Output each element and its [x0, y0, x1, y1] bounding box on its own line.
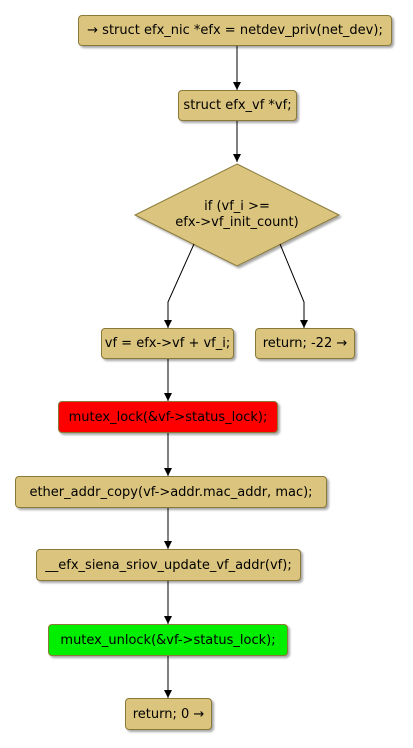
node-return-error-label: return; -22 →	[262, 336, 348, 351]
node-ether-addr-copy: ether_addr_copy(vf->addr.mac_addr, mac);	[15, 476, 327, 508]
node-assign-vf: vf = efx->vf + vf_i;	[101, 328, 234, 359]
node-assign-vf-label: vf = efx->vf + vf_i;	[104, 336, 231, 351]
decision-label-line2: efx->vf_init_count)	[175, 215, 299, 230]
decision-diamond	[133, 163, 341, 267]
node-mutex-unlock-label: mutex_unlock(&vf->status_lock);	[60, 632, 276, 648]
node-decl-vf: struct efx_vf *vf;	[178, 90, 297, 121]
node-mutex-lock: mutex_lock(&vf->status_lock);	[58, 401, 278, 433]
node-update-vf-addr: __efx_siena_sriov_update_vf_addr(vf);	[36, 549, 301, 581]
node-update-vf-addr-label: __efx_siena_sriov_update_vf_addr(vf);	[45, 557, 292, 573]
node-decl-vf-label: struct efx_vf *vf;	[183, 98, 292, 113]
node-entry: → struct efx_nic *efx = netdev_priv(net_…	[78, 15, 392, 46]
edge-cond-to-assign	[164, 243, 195, 328]
node-return-ok: return; 0 →	[125, 698, 212, 730]
decision-label: if (vf_i >= efx->vf_init_count)	[135, 199, 339, 231]
node-entry-label: → struct efx_nic *efx = netdev_priv(net_…	[87, 23, 383, 38]
node-mutex-lock-label: mutex_lock(&vf->status_lock);	[68, 409, 268, 425]
node-ether-addr-copy-label: ether_addr_copy(vf->addr.mac_addr, mac);	[29, 484, 313, 500]
decision-label-line1: if (vf_i >=	[204, 199, 270, 214]
node-mutex-unlock: mutex_unlock(&vf->status_lock);	[48, 624, 288, 656]
node-return-error: return; -22 →	[255, 328, 355, 359]
edge-cond-to-return-err	[279, 243, 308, 328]
node-return-ok-label: return; 0 →	[132, 706, 205, 722]
